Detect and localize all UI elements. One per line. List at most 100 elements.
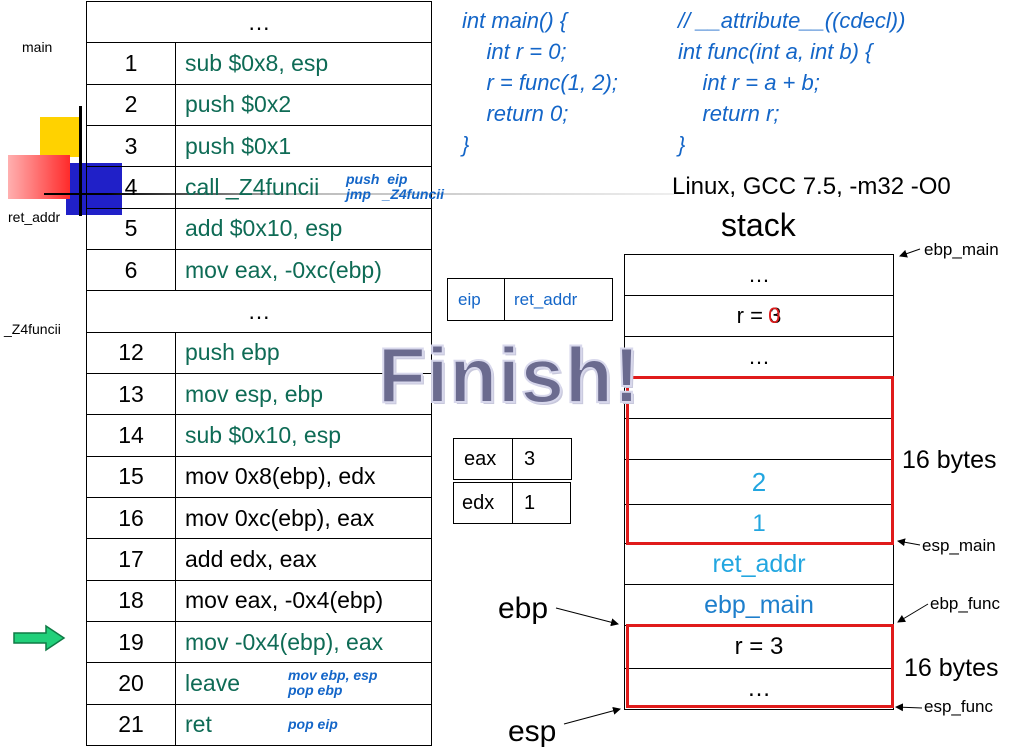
- instruction-text: sub $0x10, esp: [185, 421, 342, 448]
- instruction-text: push $0x1: [185, 132, 292, 159]
- instruction-cell: mov esp, ebp: [175, 372, 432, 416]
- stack-row-empty-1: [624, 377, 894, 419]
- instruction-cell: sub $0x10, esp: [175, 414, 432, 457]
- ebp-main-arrow-icon: [899, 248, 921, 258]
- instruction-number: 15: [86, 455, 176, 498]
- instruction-number: 1: [86, 42, 176, 85]
- instruction-note: push eip jmp _Z4funcii: [346, 171, 445, 203]
- instruction-cell: mov eax, -0x4(ebp): [175, 579, 432, 622]
- instruction-cell: push $0x2: [175, 83, 432, 126]
- stack-row-arg-2: 2: [624, 459, 894, 505]
- instruction-row: 14 sub $0x10, esp: [86, 414, 432, 457]
- instruction-number: 3: [86, 124, 176, 168]
- stack-row-bottom-ellipsis: …: [624, 668, 894, 710]
- stack-row-ret-addr: ret_addr: [624, 543, 894, 585]
- eip-name: eip: [458, 289, 481, 309]
- finish-banner: Finish!: [377, 330, 641, 420]
- instruction-text: push $0x2: [185, 91, 292, 118]
- edx-register-box: edx 1: [453, 482, 571, 524]
- edx-value: 1: [524, 491, 536, 514]
- instruction-ellipsis: …: [86, 290, 432, 333]
- instruction-cell: leave mov ebp, esp pop ebp: [175, 662, 432, 705]
- instruction-note: mov ebp, esp pop ebp: [288, 667, 378, 699]
- instruction-number: 12: [86, 331, 176, 374]
- instruction-row: 15 mov 0x8(ebp), edx: [86, 455, 432, 498]
- main-frame-highlight: [626, 376, 894, 545]
- esp-main-pointer-label: esp_main: [922, 536, 996, 555]
- instruction-number: 20: [86, 662, 176, 705]
- label-func: _Z4funcii: [4, 321, 61, 337]
- esp-register-label: esp: [508, 715, 557, 748]
- instruction-number: 19: [86, 620, 176, 664]
- instruction-number: 17: [86, 538, 176, 581]
- instruction-cell: ret pop eip: [175, 703, 432, 747]
- instruction-number: 16: [86, 496, 176, 540]
- instruction-text: add $0x10, esp: [185, 215, 343, 242]
- instruction-note: pop eip: [288, 715, 338, 732]
- instruction-cell: sub $0x8, esp: [175, 42, 432, 85]
- instruction-text: mov esp, ebp: [185, 380, 324, 407]
- instruction-row: 4 call _Z4funcii push eip jmp _Z4funcii: [86, 166, 444, 209]
- instruction-cell: mov 0x8(ebp), edx: [175, 455, 432, 498]
- instruction-row: …: [86, 290, 432, 333]
- instruction-text: mov -0x4(ebp), eax: [185, 628, 384, 655]
- stack-row-ellipsis: …: [624, 336, 894, 378]
- platform-label: Linux, GCC 7.5, -m32 -O0: [672, 173, 951, 200]
- label-ret-addr: ret_addr: [8, 209, 61, 225]
- instruction-cell: mov -0x4(ebp), eax: [175, 620, 432, 664]
- stack-main-r-value: r = 3: [736, 303, 782, 328]
- func-source-code: // __attribute__((cdecl)) int func(int a…: [678, 8, 906, 157]
- instruction-text: mov eax, -0x4(ebp): [185, 587, 384, 614]
- instruction-text: mov eax, -0xc(ebp): [185, 256, 382, 283]
- instruction-cell: mov eax, -0xc(ebp): [175, 248, 432, 292]
- stack-row-main-r: r = 3 0: [624, 295, 894, 337]
- instruction-row: 19 mov -0x4(ebp), eax: [86, 620, 432, 664]
- instruction-number: 2: [86, 83, 176, 126]
- instruction-row: 17 add edx, eax: [86, 538, 432, 581]
- instruction-row: 6 mov eax, -0xc(ebp): [86, 248, 432, 292]
- current-instruction-arrow-icon: [13, 624, 66, 652]
- ebp-main-pointer-label: ebp_main: [924, 240, 999, 259]
- instruction-text: mov 0x8(ebp), edx: [185, 463, 376, 490]
- stack-row-ebp-main: ebp_main: [624, 584, 894, 626]
- instruction-number: 13: [86, 372, 176, 416]
- instruction-text: leave: [185, 669, 240, 696]
- instruction-text: ret: [185, 711, 212, 738]
- eip-value: ret_addr: [514, 289, 578, 309]
- label-main: main: [22, 39, 53, 55]
- instruction-row: 13 mov esp, ebp: [86, 372, 432, 416]
- stack-row-top-ellipsis: …: [624, 254, 894, 296]
- func-frame-highlight: [626, 624, 894, 708]
- eax-value: 3: [524, 447, 536, 470]
- ebp-register-label: ebp: [498, 592, 549, 625]
- instruction-text: push ebp: [185, 339, 280, 366]
- ebp-func-arrow-icon: [897, 603, 929, 623]
- eip-register-box: eip ret_addr: [447, 278, 613, 321]
- esp-func-pointer-label: esp_func: [924, 697, 993, 716]
- main-source-code: int main() { int r = 0; r = func(1, 2); …: [462, 8, 618, 157]
- instruction-number: 14: [86, 414, 176, 457]
- main-frame-size-label: 16 bytes: [902, 446, 997, 474]
- instruction-text: add edx, eax: [185, 545, 317, 572]
- func-frame-size-label: 16 bytes: [904, 654, 999, 682]
- edx-name: edx: [462, 491, 495, 514]
- instruction-text: mov 0xc(ebp), eax: [185, 504, 375, 531]
- instruction-text: call _Z4funcii: [185, 173, 320, 200]
- instruction-number: 4: [86, 166, 176, 209]
- instruction-text: sub $0x8, esp: [185, 49, 329, 76]
- instruction-cell: call _Z4funcii push eip jmp _Z4funcii: [175, 166, 444, 209]
- instruction-row: 1 sub $0x8, esp: [86, 42, 432, 85]
- instruction-row: 20 leave mov ebp, esp pop ebp: [86, 662, 432, 705]
- esp-arrow-icon: [563, 706, 621, 725]
- eax-name: eax: [464, 447, 497, 470]
- eax-register-box: eax 3: [453, 438, 572, 480]
- instruction-row: 16 mov 0xc(ebp), eax: [86, 496, 432, 540]
- ebp-func-pointer-label: ebp_func: [930, 594, 1000, 613]
- instruction-number: 6: [86, 248, 176, 292]
- esp-main-arrow-icon: [897, 538, 921, 547]
- esp-func-arrow-icon: [895, 703, 923, 712]
